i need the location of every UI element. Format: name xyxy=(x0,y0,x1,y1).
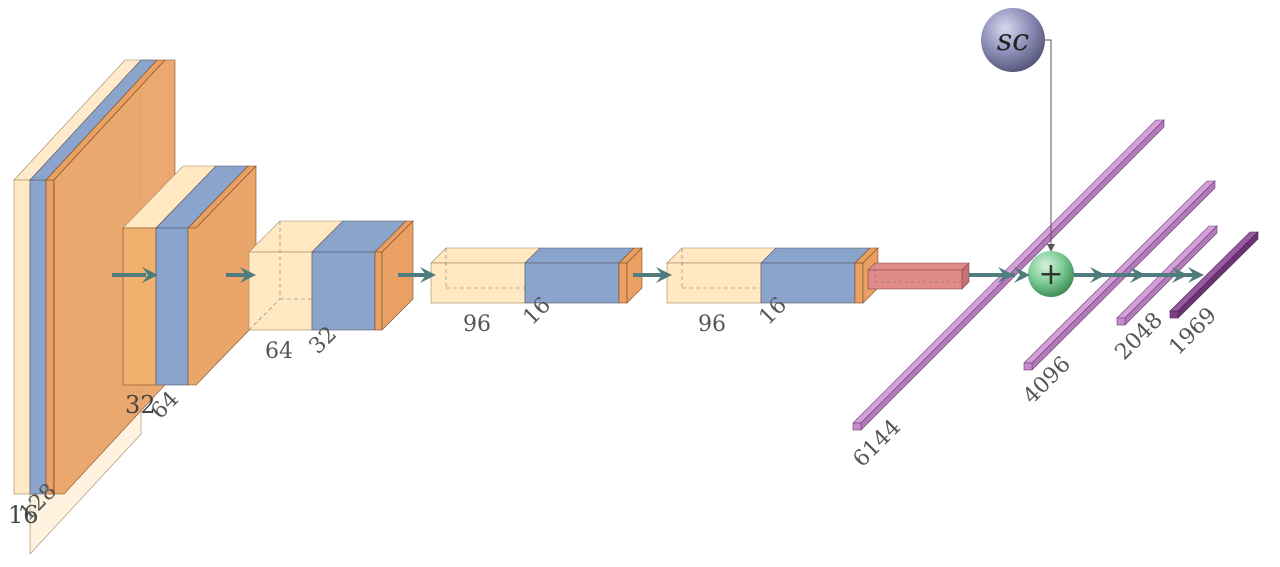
arrow-5 xyxy=(969,267,1030,283)
stage-3-label-a: 64 xyxy=(265,339,293,364)
arrow-1 xyxy=(112,267,158,283)
arrow-3 xyxy=(398,267,436,283)
sum-node: + xyxy=(1028,251,1074,297)
stage-5-label-a: 96 xyxy=(698,312,726,337)
stage-5-block xyxy=(666,247,879,304)
flatten-block xyxy=(867,262,970,290)
stage-4-block xyxy=(430,247,643,304)
arrow-6 xyxy=(1074,267,1204,283)
stage-1-label-a: 16 xyxy=(8,501,39,529)
arrow-2 xyxy=(226,267,256,283)
stage-3-block xyxy=(248,220,414,331)
skip-node-label: sc xyxy=(997,23,1029,58)
skip-node: sc xyxy=(981,8,1045,72)
stage-2-label-a: 32 xyxy=(125,391,156,419)
output-layer-1969 xyxy=(1169,231,1259,319)
stage-4-label-a: 96 xyxy=(463,312,491,337)
skip-connection xyxy=(1045,39,1055,252)
arrow-4 xyxy=(633,267,672,283)
sum-node-label: + xyxy=(1038,257,1063,292)
stage-2-block xyxy=(122,165,257,386)
connection-arrows xyxy=(112,267,1204,283)
